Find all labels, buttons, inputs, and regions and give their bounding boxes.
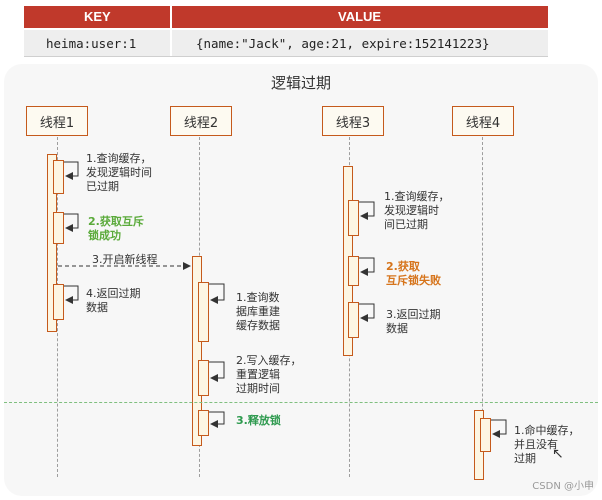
lifeline-thread-4 xyxy=(482,137,483,477)
cursor-icon: ↖ xyxy=(552,446,564,462)
self-call-t2-step3 xyxy=(198,410,209,436)
self-call-t3-step3 xyxy=(348,302,359,338)
note-t1-step3: 3.开启新线程 xyxy=(92,253,158,266)
activation-thread-2 xyxy=(192,256,202,446)
watermark: CSDN @小申 xyxy=(532,481,594,492)
key-cell: heima:user:1 xyxy=(46,36,137,51)
actor-thread-3: 线程3 xyxy=(322,106,384,136)
self-call-t3-step2 xyxy=(348,256,359,286)
self-call-t1-step4 xyxy=(53,284,64,320)
table-header: KEY VALUE xyxy=(24,6,548,28)
actor-thread-1: 线程1 xyxy=(26,106,88,136)
cache-entry-table: KEY VALUE heima:user:1 {name:"Jack", age… xyxy=(24,6,548,57)
value-cell: {name:"Jack", age:21, expire:152141223} xyxy=(196,36,490,51)
self-call-t1-step1 xyxy=(53,160,64,194)
value-header: VALUE xyxy=(338,9,382,24)
note-t1-step2: 2.获取互斥 锁成功 xyxy=(88,215,144,242)
key-header: KEY xyxy=(84,9,111,24)
note-t2-step3: 3.释放锁 xyxy=(236,414,281,427)
note-t2-step2: 2.写入缓存， 重置逻辑 过期时间 xyxy=(236,354,302,395)
note-t1-step1: 1.查询缓存， 发现逻辑时间 已过期 xyxy=(86,152,152,193)
note-t4-step1: 1.命中缓存， 并且没有 过期 xyxy=(514,424,580,465)
note-t3-step2: 2.获取 互斥锁失败 xyxy=(386,260,441,287)
note-t3-step3: 3.返回过期 数据 xyxy=(386,308,441,335)
diagram-title: 逻辑过期 xyxy=(270,74,331,92)
actor-thread-4: 线程4 xyxy=(452,106,514,136)
self-call-t1-step2 xyxy=(53,212,64,244)
note-t3-step1: 1.查询缓存， 发现逻辑时 间已过期 xyxy=(384,190,450,231)
note-t1-step4: 4.返回过期 数据 xyxy=(86,287,141,314)
self-call-t2-step2 xyxy=(198,360,209,396)
self-call-t2-step1 xyxy=(198,282,209,342)
column-divider xyxy=(170,6,172,56)
table-row: heima:user:1 {name:"Jack", age:21, expir… xyxy=(24,30,548,57)
self-call-t4-step1 xyxy=(480,418,491,452)
expiry-divider xyxy=(4,402,598,403)
actor-thread-2: 线程2 xyxy=(170,106,232,136)
self-call-t3-step1 xyxy=(348,200,359,236)
note-t2-step1: 1.查询数 据库重建 缓存数据 xyxy=(236,291,280,332)
